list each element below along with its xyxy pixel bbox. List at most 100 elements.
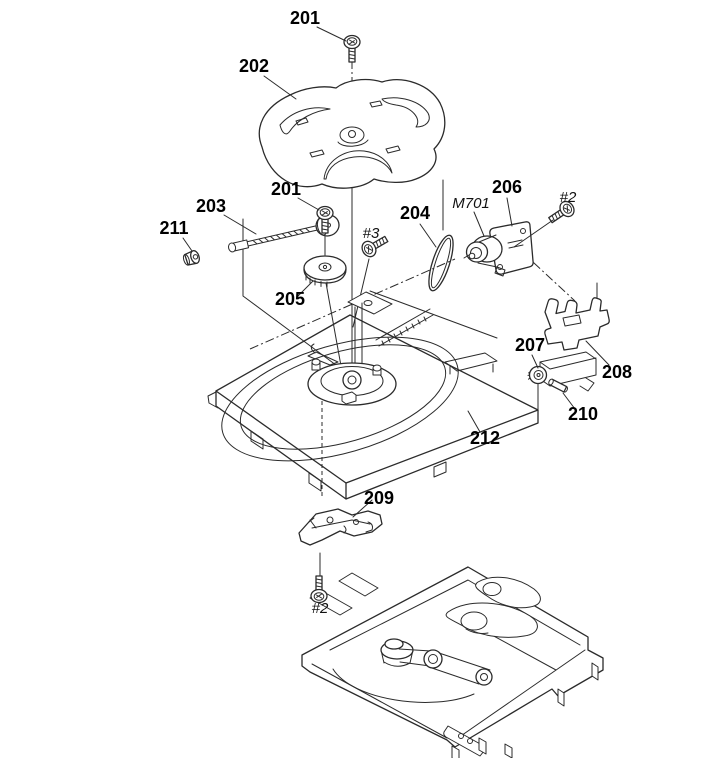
hub-post-left [311,358,321,371]
leadscrew-tip [227,242,237,253]
callout-201-top: 201 [290,8,320,28]
pulley-groove [527,371,531,380]
tray-thickness [215,390,539,500]
part-210-pin [548,378,568,393]
base-arm-upper [475,576,541,609]
leader-210 [562,392,576,410]
plate-hole-2 [353,519,359,525]
leader-207 [531,354,539,369]
base-legs [451,662,599,758]
motor-cap [465,241,489,263]
callout-212: 212 [470,428,500,448]
motor-body-lines [477,234,498,268]
tray-ring-inner [239,344,447,450]
part-202-clamper-disc [258,78,446,189]
hub-post-right [372,364,382,376]
cam-top [384,638,404,650]
gear-teeth [305,274,328,288]
sled-assembly [307,291,434,377]
callout-208: 208 [602,362,632,382]
part-206-motor [463,221,534,277]
crank-arm [398,648,432,667]
base-arm-lower-hole [460,611,488,631]
plate-slot [507,239,524,249]
rack-axis-line [369,290,498,339]
belt-inner [430,237,452,289]
part-209-plate [298,508,383,546]
tray-left-notch [207,391,219,409]
bushing-back [182,253,190,266]
callout-m701: M701 [452,195,490,212]
leader-209 [352,499,373,518]
leader-m701 [473,211,485,237]
part-205-gear [303,255,347,288]
bracket-slot [562,314,582,327]
gear-hub [318,262,332,272]
leader-205 [297,280,314,297]
leader-203 [223,214,257,235]
motor-bracket-plate [489,221,534,275]
plate-outline [298,508,383,546]
callout-202: 202 [239,56,269,76]
callout-211: 211 [159,218,188,238]
idler-pulley [475,668,493,686]
connector-hole-1 [458,733,464,739]
crank-pulley-inner [428,654,438,664]
rack-strip [375,308,434,347]
connector-hole-2 [467,738,473,744]
crank-pulley [423,649,443,669]
motor-shaft-nub [468,252,476,260]
gear-top [303,255,347,281]
leadscrew-shaft [246,225,317,247]
bushing-face [190,250,200,264]
base-arm-upper-hole [482,582,502,596]
sled-flange [347,291,393,315]
clamper-hub [339,126,365,144]
tray-raised-block [444,352,498,375]
callout-206: 206 [492,177,522,197]
callout-209: 209 [364,488,394,508]
pin-end [548,378,554,386]
clamper-slot-right [381,97,430,128]
part-208-bracket [544,297,610,351]
screw3-mount-line [352,258,370,328]
spindle-hole [347,375,357,385]
pin-end-far [563,386,568,393]
part-204-belt [428,234,454,292]
leader-201-mid [297,197,320,211]
sled-flange-hole [363,300,373,306]
callout-hash3: #3 [363,225,380,242]
part-201-screw-top [343,34,361,63]
plate-details [308,517,373,534]
leader-208 [585,340,610,366]
belt-outer [428,234,454,292]
callout-labels: 201 202 201 203 211 205 #3 204 M701 206 … [159,8,632,617]
sled-lever [307,343,339,366]
tray-right-block-detail [539,357,597,392]
rack-teeth [381,316,427,346]
clamper-outline [258,78,446,189]
hub-boss [307,358,397,406]
tray-feet [250,430,447,492]
base-belt [428,652,491,685]
leader-212 [467,410,481,433]
leader-hash2-right [513,219,554,248]
callout-210: 210 [568,404,598,424]
tray-ring-outer [221,336,459,462]
callout-201-mid: 201 [271,179,301,199]
callout-207: 207 [515,335,545,355]
pulley-hole [536,373,541,377]
base-deck-details [309,572,557,671]
callout-hash2-bottom: #2 [312,600,329,617]
motor-axis-left [249,258,456,350]
leader-201-top [316,26,347,42]
leader-206 [506,197,513,227]
tray-right-block [539,351,597,387]
callout-204: 204 [400,203,430,223]
base-rim [311,579,586,741]
base-arm-lower-arc [465,628,489,634]
motor-terminal [463,254,506,277]
clamper-slot-bottom [323,150,393,180]
plate-hole-1 [326,516,334,524]
